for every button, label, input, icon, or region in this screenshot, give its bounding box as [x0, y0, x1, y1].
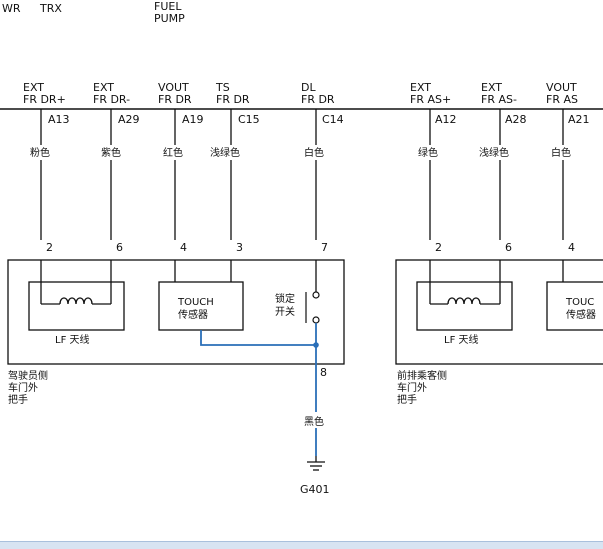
- svg-text:VOUT: VOUT: [546, 81, 577, 94]
- as-sensor-pin-2: 2: [435, 241, 442, 254]
- driver-antenna-label: LF 天线: [55, 333, 90, 346]
- driver-handle-label-3: 把手: [8, 393, 28, 406]
- svg-text:EXT: EXT: [23, 81, 44, 94]
- pin-a29: A29: [118, 113, 140, 126]
- svg-text:FR AS-: FR AS-: [481, 93, 517, 106]
- svg-text:FR DR: FR DR: [158, 93, 192, 106]
- wire-color-pink: 粉色: [30, 146, 50, 159]
- pin-a21: A21: [568, 113, 590, 126]
- passenger-lf-antenna-box: [416, 281, 513, 331]
- pin-a12: A12: [435, 113, 457, 126]
- signal-ts-fr-dr: TS FR DR: [215, 81, 250, 106]
- svg-text:FR DR-: FR DR-: [93, 93, 130, 106]
- ground-pin-8: 8: [320, 366, 327, 379]
- sensor-pin-4: 4: [180, 241, 187, 254]
- lock-switch-label-2: 开关: [275, 305, 295, 318]
- driver-touch-label-cn: 传感器: [178, 308, 208, 321]
- ground-wire-color: 黑色: [304, 415, 324, 428]
- passenger-touch-label: TOUC: [565, 297, 594, 308]
- passenger-antenna-coil-icon: [429, 260, 501, 305]
- driver-touch-label: TOUCH: [177, 297, 214, 308]
- svg-text:VOUT: VOUT: [158, 81, 189, 94]
- wire-color-red: 红色: [163, 146, 183, 159]
- passenger-antenna-label: LF 天线: [444, 333, 479, 346]
- signal-ext-fr-as-minus: EXT FR AS-: [481, 81, 517, 106]
- lock-switch-label-1: 锁定: [275, 292, 295, 305]
- driver-handle-housing: [7, 259, 345, 365]
- passenger-touch-label-cn: 传感器: [566, 308, 596, 321]
- pin-c15: C15: [238, 113, 260, 126]
- top-label-wr: WR: [2, 2, 21, 15]
- driver-handle-label-2: 车门外: [8, 381, 38, 394]
- svg-text:EXT: EXT: [410, 81, 431, 94]
- svg-text:TS: TS: [215, 81, 230, 94]
- driver-handle-label-1: 驾驶员侧: [8, 369, 48, 382]
- wire-color-white: 白色: [304, 146, 324, 159]
- ground-net: [200, 323, 317, 456]
- ground-point-label: G401: [300, 483, 330, 496]
- driver-antenna-coil-icon: [40, 260, 112, 305]
- pin-c14: C14: [322, 113, 344, 126]
- wire-color-white-as: 白色: [551, 146, 571, 159]
- passenger-handle-label-3: 把手: [397, 393, 417, 406]
- lock-switch-icon: [305, 291, 320, 324]
- signal-ext-fr-dr-minus: EXT FR DR-: [93, 81, 130, 106]
- top-label-pump: PUMP: [154, 12, 185, 25]
- ground-splice-dot: [313, 342, 319, 348]
- svg-text:FR AS: FR AS: [546, 93, 578, 106]
- svg-text:FR DR+: FR DR+: [23, 93, 66, 106]
- driver-wires: [40, 109, 317, 240]
- top-label-fuel: FUEL: [154, 0, 182, 13]
- driver-lf-antenna-box: [28, 281, 125, 331]
- passenger-handle-label-2: 车门外: [397, 381, 427, 394]
- sensor-pin-2: 2: [46, 241, 53, 254]
- driver-touch-leads: [174, 260, 317, 292]
- pin-a13: A13: [48, 113, 70, 126]
- passenger-touch-sensor-box: [546, 281, 603, 331]
- sensor-pin-3: 3: [236, 241, 243, 254]
- signal-vout-fr-as: VOUT FR AS: [546, 81, 578, 106]
- signal-dl-fr-dr: DL FR DR: [301, 81, 335, 106]
- svg-text:EXT: EXT: [93, 81, 114, 94]
- wire-color-light-green-as: 浅绿色: [479, 146, 509, 159]
- wire-color-purple: 紫色: [101, 146, 121, 159]
- as-sensor-pin-4: 4: [568, 241, 575, 254]
- passenger-wires: [429, 109, 564, 240]
- passenger-handle-label-1: 前排乘客侧: [397, 369, 447, 382]
- pin-a19: A19: [182, 113, 204, 126]
- sensor-pin-6: 6: [116, 241, 123, 254]
- signal-ext-fr-dr-plus: EXT FR DR+: [23, 81, 66, 106]
- pin-a28: A28: [505, 113, 527, 126]
- wire-color-green: 绿色: [418, 146, 438, 159]
- sensor-pin-7: 7: [321, 241, 328, 254]
- window-status-bar: [0, 541, 603, 549]
- wire-color-light-green: 浅绿色: [210, 146, 240, 159]
- passenger-handle-housing: [395, 259, 603, 365]
- top-label-trx: TRX: [39, 2, 62, 15]
- signal-ext-fr-as-plus: EXT FR AS+: [410, 81, 451, 106]
- svg-text:FR DR: FR DR: [216, 93, 250, 106]
- svg-text:FR DR: FR DR: [301, 93, 335, 106]
- svg-text:FR AS+: FR AS+: [410, 93, 451, 106]
- ground-symbol-icon: [307, 456, 325, 471]
- as-sensor-pin-6: 6: [505, 241, 512, 254]
- svg-text:DL: DL: [301, 81, 316, 94]
- svg-text:EXT: EXT: [481, 81, 502, 94]
- signal-vout-fr-dr: VOUT FR DR: [158, 81, 192, 106]
